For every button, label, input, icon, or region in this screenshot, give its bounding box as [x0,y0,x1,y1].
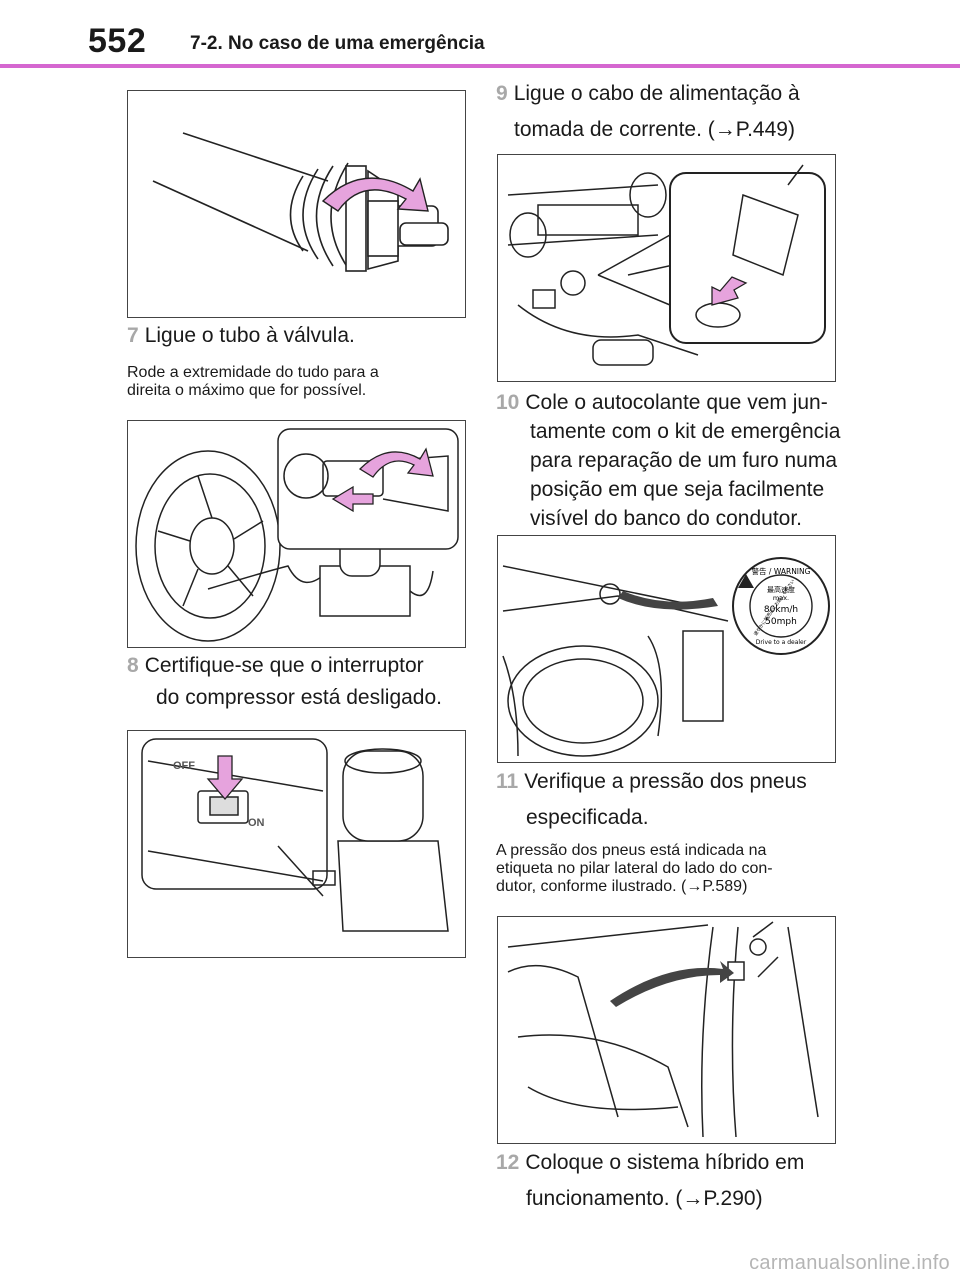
note-7: Rode a extremidade do tudo para a direit… [127,364,477,400]
warning-triangle-icon [738,574,754,588]
figure-door-pillar [497,916,836,1144]
figure-sticker-placement: 警告 / WARNING 最高速度 max. 80km/h 50mph Driv… [497,535,836,763]
sticker-mph: 50mph [765,617,797,627]
step-number: 9 [496,82,508,105]
warning-sticker: 警告 / WARNING 最高速度 max. 80km/h 50mph Driv… [732,557,830,655]
on-label: ON [248,817,265,829]
figure-power-outlet [497,154,836,382]
step-text: tomada de corrente. (→P.449) [514,118,795,141]
note-line: direita o máximo que for possível. [127,382,367,399]
step-text: para reparação de um furo numa [530,449,838,472]
off-label: OFF [173,760,195,772]
step-text: Verifique a pressão dos pneus [524,770,807,793]
note-line: etiqueta no pilar lateral do lado do con… [496,860,773,877]
step-text: posição em que seja facilmente [530,478,825,501]
note-line: Rode a extremidade do tudo para a [127,364,379,381]
switch-illustration: OFF ON [141,738,449,932]
step-text: Certifique-se que o interruptor [144,654,424,677]
page-number: 552 [88,22,147,60]
figure-compressor-switch: OFF ON [127,730,466,958]
section-title: 7-2. No caso de uma emergência [190,33,485,54]
sticker-max: max. [773,594,789,602]
watermark: carmanualsonline.info [749,1252,950,1274]
step-text: Ligue o cabo de alimentação à [513,82,800,105]
step-text: especificada. [526,806,649,829]
note-line: A pressão dos pneus está indicada na [496,842,767,859]
sticker-warning-text: 警告 / WARNING [752,566,811,576]
step-number: 12 [496,1151,520,1174]
step-number: 7 [127,324,139,347]
hose-illustration [152,132,449,272]
step-text: tamente com o kit de emergência [530,420,841,443]
dashboard-illustration: 警告 / WARNING 最高速度 max. 80km/h 50mph Driv… [502,557,830,757]
step-text: Coloque o sistema híbrido em [525,1151,805,1174]
step-number: 11 [496,770,519,793]
note-11: A pressão dos pneus está indicada na eti… [496,842,856,896]
step-number: 8 [127,654,139,677]
pillar-illustration [507,921,819,1138]
step-text: visível do banco do condutor. [530,507,803,530]
page-header: 552 7-2. No caso de uma emergência [0,0,960,70]
note-line: dutor, conforme ilustrado. (→P.589) [496,878,748,895]
step-text: do compressor está desligado. [156,686,442,709]
step-number: 10 [496,391,520,414]
outlet-illustration [507,164,826,366]
figure-tire-compressor [127,420,466,648]
sticker-jp-line: 最高速度 [767,585,795,594]
sticker-footer: Drive to a dealer [756,639,807,646]
tire-illustration [135,428,459,642]
step-text: funcionamento. (→P.290) [526,1187,763,1210]
header-rule [0,64,960,68]
step-text: Cole o autocolante que vem jun- [525,391,828,414]
step-text: Ligue o tubo à válvula. [144,324,355,347]
sticker-kmh: 80km/h [764,605,798,615]
figure-hose-valve [127,90,466,318]
